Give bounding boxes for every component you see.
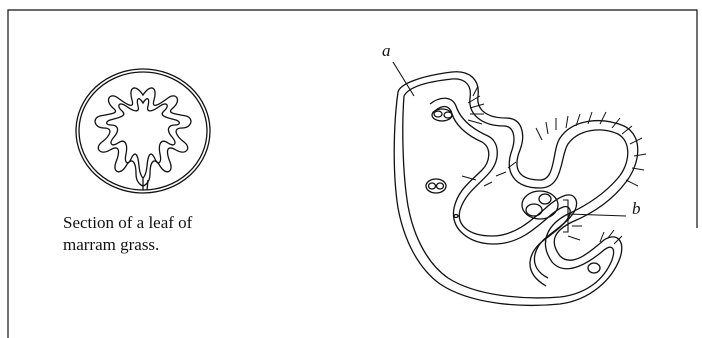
label-b: b [632,199,641,218]
label-b-group: b [563,199,641,232]
figure-border [8,10,697,338]
leaf-section-small [76,69,210,193]
leaf-section-enlarged [394,72,646,306]
label-a-group: a [382,41,414,96]
figure-caption: Section of a leaf of marram grass. [63,212,263,256]
caption-line-1: Section of a leaf of [63,212,263,234]
label-a: a [382,41,391,60]
caption-line-2: marram grass. [63,234,263,256]
